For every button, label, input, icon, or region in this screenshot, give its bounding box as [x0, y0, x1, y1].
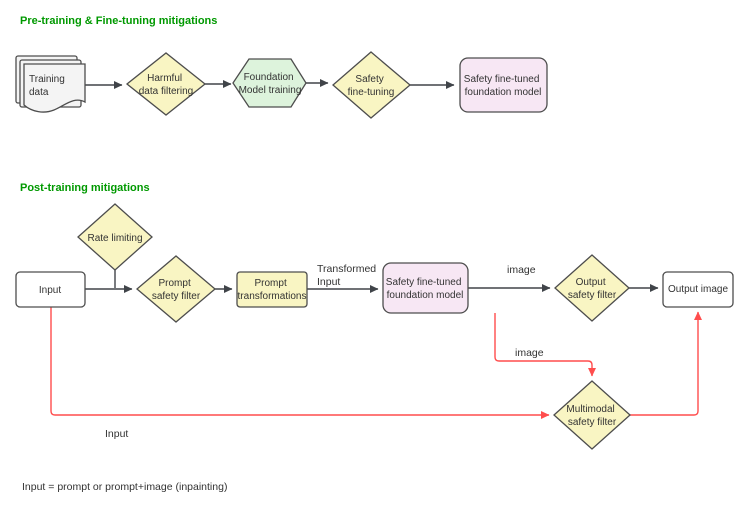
output-safety-filter-diamond	[554, 254, 630, 322]
red-edge-model-to-multimodal	[494, 313, 596, 377]
posttraining-section-title: Post-training mitigations	[20, 182, 150, 194]
input-edge-label-red: Input	[105, 428, 128, 440]
red-edge-multimodal-to-outputimage	[630, 311, 702, 416]
multimodal-safety-filter-diamond	[553, 380, 631, 450]
safety-finetuning-label: Safety fine-tuning	[348, 74, 395, 98]
rate-limiting-label: Rate limiting	[87, 233, 142, 244]
input-definition-note: Input = prompt or prompt+image (inpainti…	[22, 481, 227, 493]
input-label: Input	[39, 285, 61, 296]
prompt-safety-filter-diamond	[135, 255, 217, 323]
training-data-document-icon	[15, 55, 86, 113]
foundation-model-training-label: Foundation Model training	[239, 72, 302, 96]
safety-finetuning-diamond	[332, 51, 412, 119]
prompt-transformations-box	[236, 271, 308, 308]
red-edge-input-to-multimodal	[50, 307, 550, 419]
safety-finetuned-model-bottom-label: Safety fine-tuned foundation model	[386, 277, 464, 301]
transformed-input-edge-label: Transformed Input	[317, 263, 379, 288]
training-data-label: Training data	[29, 74, 68, 98]
output-image-box	[662, 271, 734, 308]
prompt-safety-filter-label: Prompt safety filter	[152, 278, 201, 302]
document-front-page	[23, 63, 86, 113]
output-safety-filter-label: Output safety filter	[568, 277, 617, 301]
foundation-model-training-hexagon	[232, 58, 307, 108]
input-box	[15, 271, 86, 308]
image-edge-label-top: image	[507, 264, 536, 276]
safety-finetuned-model-bottom-box	[382, 262, 469, 314]
output-image-label: Output image	[668, 284, 728, 295]
rate-limiting-diamond	[77, 203, 153, 271]
harmful-data-filtering-label: Harmful data filtering	[139, 73, 193, 97]
pretraining-section-title: Pre-training & Fine-tuning mitigations	[20, 15, 217, 27]
prompt-transformations-label: Prompt transformations	[238, 278, 307, 302]
image-edge-label-red: image	[515, 347, 544, 359]
safety-finetuned-model-top-box	[459, 57, 548, 113]
harmful-data-filtering-diamond	[125, 52, 207, 116]
multimodal-safety-filter-label: Multimodal safety filter	[566, 404, 617, 428]
safety-finetuned-model-top-label: Safety fine-tuned foundation model	[464, 74, 542, 98]
